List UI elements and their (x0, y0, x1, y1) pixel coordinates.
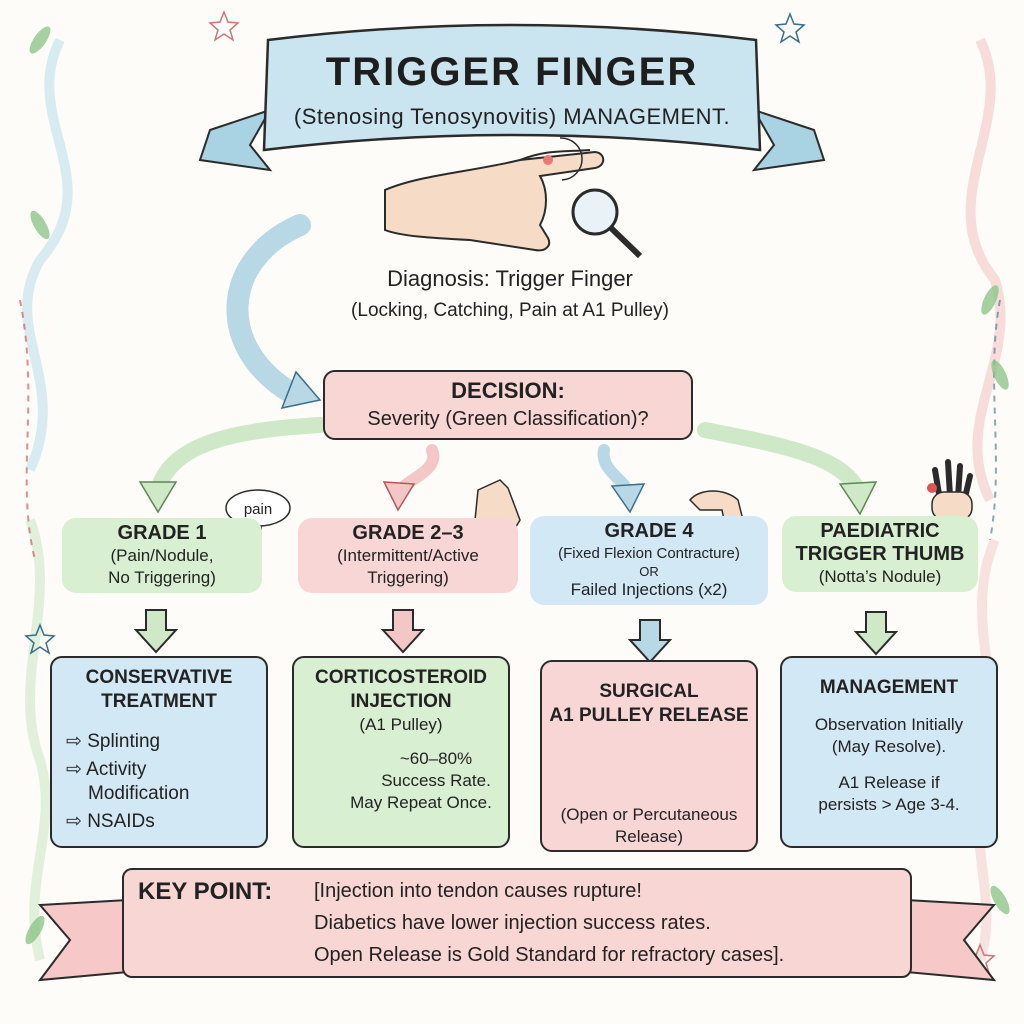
grade-1: GRADE 1 (Pain/Nodule, No Triggering) (62, 518, 262, 593)
page-subtitle: (Stenosing Tenosynovitis) MANAGEMENT. (293, 104, 731, 129)
card-injection-title1: CORTICOSTEROID (314, 667, 488, 688)
card-management-sub3: A1 Release if (838, 773, 940, 792)
magnifier-icon (571, 188, 643, 259)
grade-1-sub2: No Triggering) (108, 568, 216, 587)
leaf-icon (25, 26, 1010, 945)
card-injection: CORTICOSTEROID INJECTION (A1 Pulley) ~60… (292, 656, 510, 848)
grade-1-title: GRADE 1 (117, 522, 207, 544)
card-surgical-sub2: Release) (614, 827, 684, 846)
card-management-sub1: Observation Initially (814, 715, 964, 734)
card-conservative-title1: CONSERVATIVE (85, 667, 233, 688)
grade-paediatric: PAEDIATRIC TRIGGER THUMB (Notta’s Nodule… (782, 516, 978, 592)
speech-bubble-icon: pain (225, 489, 291, 527)
card-surgical-sub1: (Open or Percutaneous (560, 805, 738, 824)
decision-box: DECISION: Severity (Green Classification… (323, 370, 693, 440)
grade-1-sub1: (Pain/Nodule, (110, 546, 214, 565)
card-injection-sub3: Success Rate. (381, 771, 491, 790)
list-item: NSAIDs (87, 811, 155, 832)
grade-4-sub1: (Fixed Flexion Contracture) (558, 545, 740, 562)
card-injection-title2: INJECTION (350, 691, 452, 712)
card-injection-sub4: May Repeat Once. (350, 793, 492, 812)
page-title: TRIGGER FINGER (325, 50, 699, 94)
key-point-line1: [Injection into tendon causes rupture! (314, 880, 642, 902)
list-item: Activity (86, 759, 147, 780)
grade-4-title: GRADE 4 (604, 520, 694, 542)
grade-paediatric-title1: PAEDIATRIC (820, 520, 940, 542)
baby-hand-icon (927, 459, 973, 521)
card-conservative-title2: TREATMENT (101, 691, 217, 712)
grade-2-3-sub2: Triggering) (367, 568, 449, 587)
hand-pointing-icon (384, 137, 605, 252)
grade-4-or: OR (639, 564, 659, 579)
grade-4-sub2: Failed Injections (x2) (570, 580, 728, 599)
card-injection-sub2: ~60–80% (399, 749, 473, 768)
pain-bubble-text: pain (244, 501, 272, 518)
grade-2-3-sub1: (Intermittent/Active (337, 546, 479, 565)
arrow-icon: ⇨ (66, 811, 88, 832)
diagnosis-title: Diagnosis: Trigger Finger (387, 266, 633, 291)
card-injection-sub1: (A1 Pulley) (359, 715, 443, 734)
card-management-title: MANAGEMENT (819, 677, 959, 698)
card-surgical: SURGICAL A1 PULLEY RELEASE (Open or Perc… (540, 660, 758, 852)
grade-4: GRADE 4 (Fixed Flexion Contracture) OR F… (530, 516, 768, 605)
card-surgical-title2: A1 PULLEY RELEASE (549, 705, 749, 726)
card-management-sub4: persists > Age 3-4. (818, 795, 960, 814)
diagnosis-detail: (Locking, Catching, Pain at A1 Pulley) (351, 300, 669, 321)
grade-paediatric-sub: (Notta’s Nodule) (818, 567, 942, 586)
key-point-line3: Open Release is Gold Standard for refrac… (314, 944, 785, 966)
grade-2-3-title: GRADE 2–3 (352, 522, 464, 544)
card-management-sub2: (May Resolve). (831, 737, 947, 756)
decision-title: DECISION: (451, 378, 565, 403)
grade-paediatric-title2: TRIGGER THUMB (795, 543, 965, 565)
treatment-list: ⇨ Splinting ⇨ Activity Modification ⇨ NS… (66, 730, 189, 838)
key-point-banner: KEY POINT: [Injection into tendon causes… (122, 868, 912, 978)
arrow-icon: ⇨ (66, 759, 87, 780)
arrow-icon: ⇨ (66, 731, 88, 752)
key-point-label: KEY POINT: (138, 878, 273, 905)
decision-question: Severity (Green Classification)? (367, 408, 649, 430)
grade-2-3: GRADE 2–3 (Intermittent/Active Triggerin… (298, 518, 518, 593)
card-paediatric-management: MANAGEMENT Observation Initially (May Re… (780, 656, 998, 848)
card-surgical-title1: SURGICAL (599, 681, 699, 702)
key-point-line2: Diabetics have lower injection success r… (314, 912, 711, 934)
list-item: Splinting (87, 731, 161, 752)
card-conservative: CONSERVATIVE TREATMENT ⇨ Splinting ⇨ Act… (50, 656, 268, 848)
list-item: Modification (88, 783, 190, 804)
